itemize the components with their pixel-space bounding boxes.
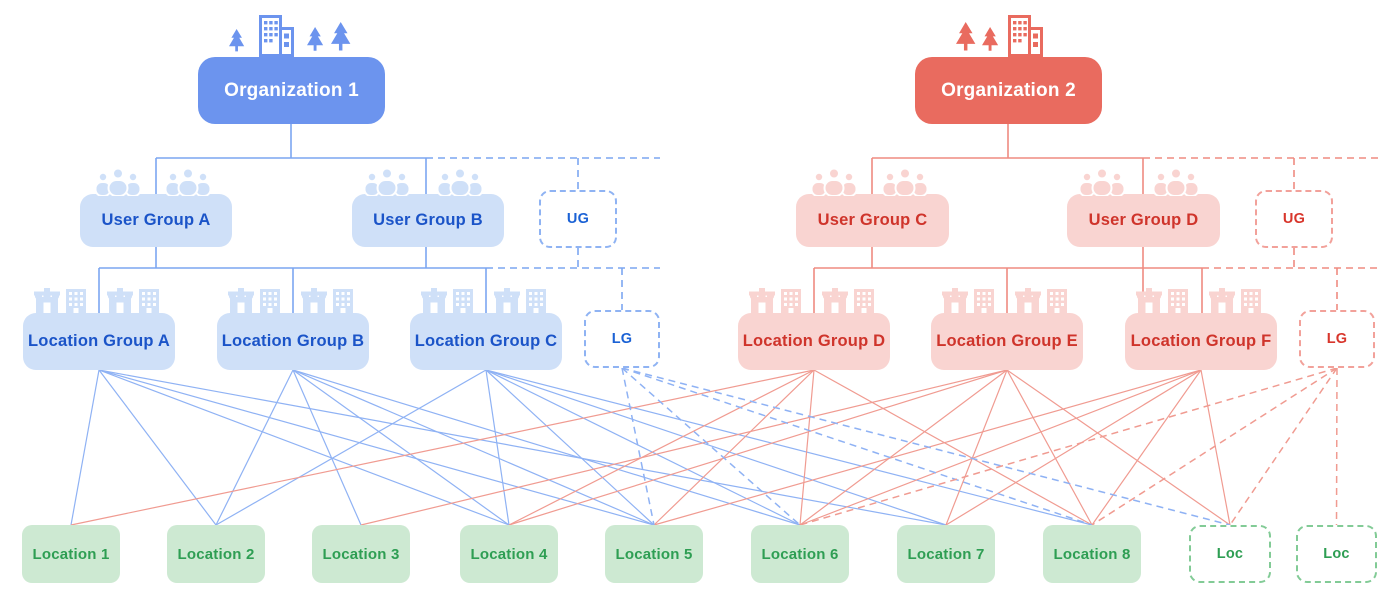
location-group-label: Location Group E: [936, 332, 1078, 350]
location-group-a-node: Location Group A: [23, 288, 175, 370]
location-label: Location 7: [907, 545, 985, 563]
location-label: Location 2: [177, 545, 255, 563]
org-label: Organization 1: [224, 79, 359, 101]
user-group-label: User Group B: [373, 211, 483, 229]
user-group-label: User Group C: [817, 211, 928, 229]
placeholder-label: LG: [1326, 331, 1348, 347]
location-group-d-node: Location Group D: [738, 288, 890, 370]
location-8-node: Location 8: [1043, 525, 1141, 583]
loc-placeholder-1: Loc: [1189, 525, 1271, 583]
user-group-a-node: User Group A: [80, 168, 232, 247]
location-2-node: Location 2: [167, 525, 265, 583]
location-group-label: Location Group D: [742, 332, 886, 350]
location-group-b-node: Location Group B: [217, 288, 369, 370]
location-label: Location 1: [32, 545, 110, 563]
placeholder-label: Loc: [1323, 546, 1350, 562]
user-group-label: User Group A: [101, 211, 211, 229]
org-label: Organization 2: [941, 79, 1076, 101]
lg-placeholder-blue: LG: [584, 310, 660, 368]
location-7-node: Location 7: [897, 525, 995, 583]
ug-placeholder-blue: UG: [539, 190, 617, 248]
placeholder-label: UG: [566, 211, 590, 227]
location-label: Location 4: [470, 545, 548, 563]
loc-placeholder-2: Loc: [1296, 525, 1377, 583]
location-label: Location 3: [322, 545, 400, 563]
user-group-d-node: User Group D: [1067, 168, 1220, 247]
location-label: Location 6: [761, 545, 839, 563]
location-group-label: Location Group B: [221, 332, 365, 350]
location-3-node: Location 3: [312, 525, 410, 583]
location-label: Location 5: [615, 545, 693, 563]
location-label: Location 8: [1053, 545, 1131, 563]
location-group-e-node: Location Group E: [931, 288, 1083, 370]
org-2-node: Organization 2: [915, 15, 1102, 124]
ug-placeholder-red: UG: [1255, 190, 1333, 248]
user-group-b-node: User Group B: [352, 168, 504, 247]
location-group-label: Location Group C: [414, 332, 558, 350]
location-group-label: Location Group A: [28, 332, 170, 350]
user-group-c-node: User Group C: [796, 168, 949, 247]
user-group-label: User Group D: [1088, 211, 1199, 229]
location-5-node: Location 5: [605, 525, 703, 583]
placeholder-label: UG: [1282, 211, 1306, 227]
placeholder-label: Loc: [1216, 546, 1244, 562]
location-group-c-node: Location Group C: [410, 288, 562, 370]
placeholder-label: LG: [611, 331, 633, 347]
location-6-node: Location 6: [751, 525, 849, 583]
location-1-node: Location 1: [22, 525, 120, 583]
location-group-f-node: Location Group F: [1125, 288, 1277, 370]
location-group-label: Location Group F: [1130, 332, 1272, 350]
org-1-node: Organization 1: [198, 15, 385, 124]
location-4-node: Location 4: [460, 525, 558, 583]
lg-placeholder-red: LG: [1299, 310, 1375, 368]
